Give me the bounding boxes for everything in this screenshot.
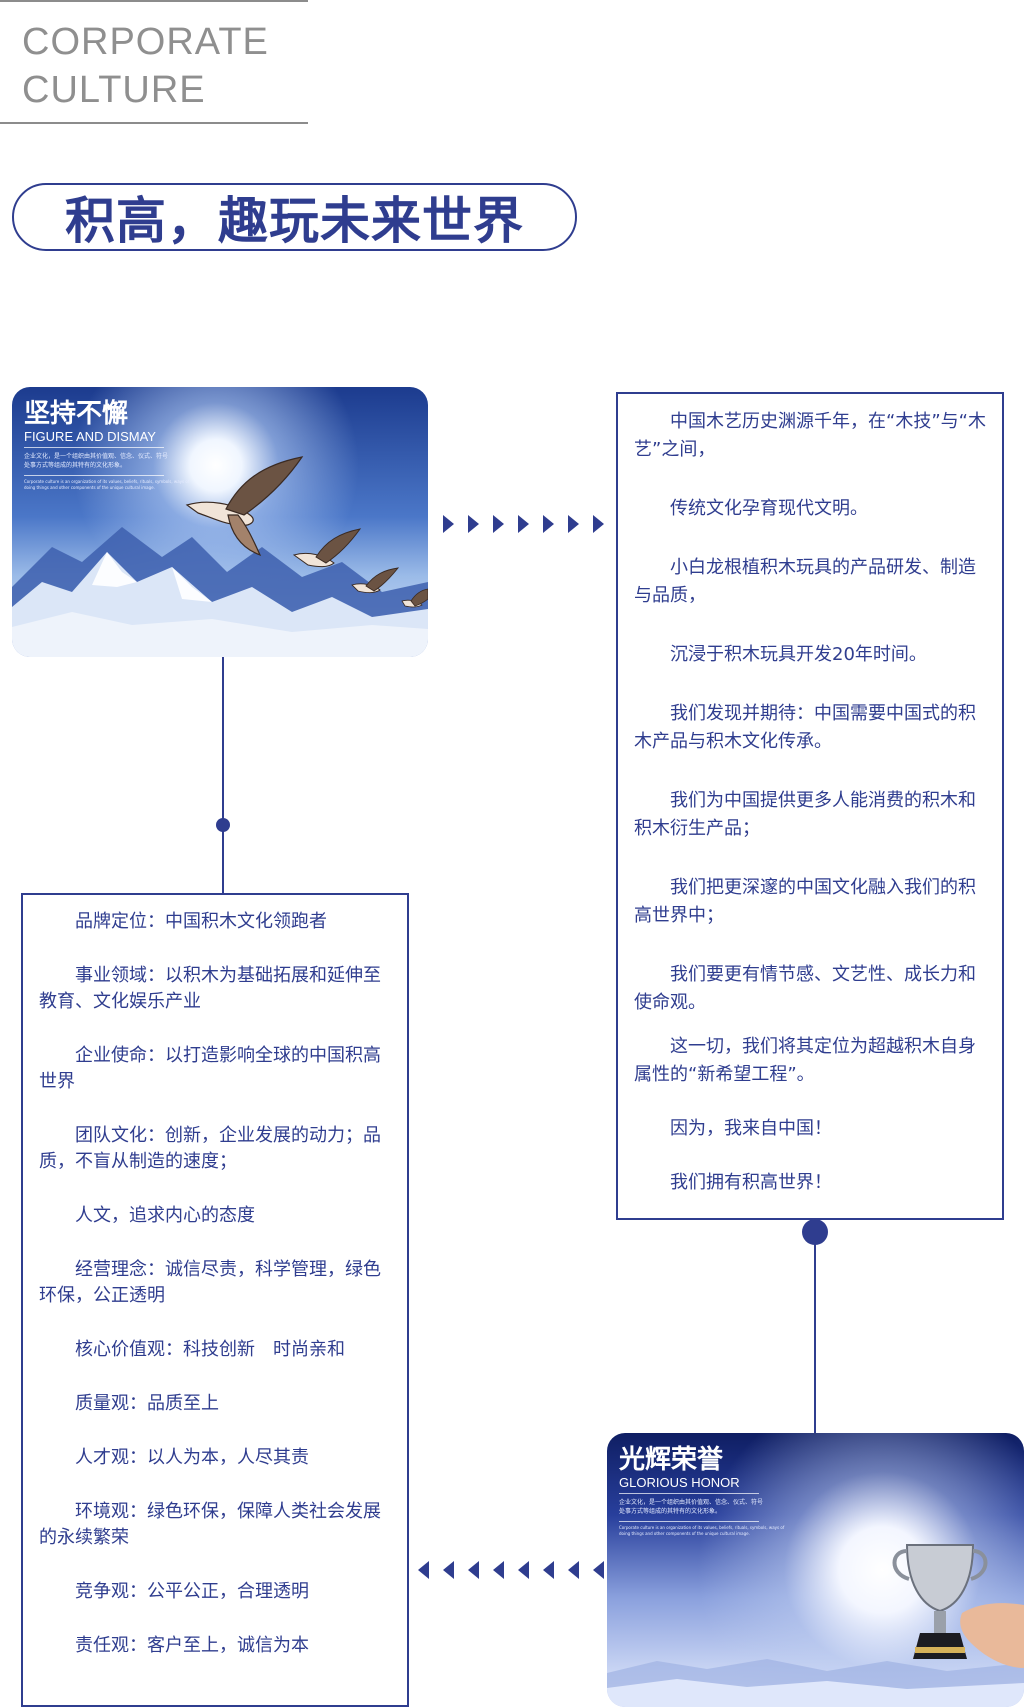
values-paragraph: 竞争观：公平公正，合理透明 xyxy=(75,1581,309,1602)
connector-line-left xyxy=(222,657,224,893)
perseverance-divider-2 xyxy=(24,475,164,476)
goose-tiny xyxy=(401,588,428,608)
perseverance-title-en: FIGURE AND DISMAY xyxy=(24,429,156,444)
values-paragraph: 环境观：绿色环保，保障人类社会发展的永续繁荣 xyxy=(39,1501,381,1548)
slogan-banner: 积高，趣玩未来世界 xyxy=(12,183,577,251)
values-paragraph: 人才观：以人为本，人尽其责 xyxy=(75,1447,309,1468)
honor-fine-cn-2: 处事方式等组成的其特有的文化形象。 xyxy=(619,1508,722,1515)
bottom-rule xyxy=(0,122,308,124)
history-paragraph: 我们发现并期待：中国需要中国式的积木产品与积木文化传承。 xyxy=(634,703,976,752)
connector-dot-left xyxy=(216,818,230,832)
trophy-illustration xyxy=(607,1544,1024,1707)
values-paragraph: 经营理念：诚信尽责，科学管理，绿色环保，公正透明 xyxy=(39,1259,381,1306)
history-paragraph: 我们为中国提供更多人能消费的积木和积木衍生产品； xyxy=(634,790,976,839)
values-paragraph: 品牌定位：中国积木文化领跑者 xyxy=(75,911,327,932)
arrow-right-icon xyxy=(443,515,454,533)
slogan-text: 积高，趣玩未来世界 xyxy=(65,192,524,250)
arrow-right-icon xyxy=(593,515,604,533)
honor-heading: 光辉荣誉 GLORIOUS HONOR xyxy=(619,1445,740,1491)
arrows-right xyxy=(443,515,604,533)
arrows-left xyxy=(418,1561,604,1579)
arrow-left-icon xyxy=(543,1561,554,1579)
perseverance-fine-cn-1: 企业文化，是一个组织由其价值观、信念、仪式、符号 xyxy=(24,453,169,460)
values-paragraph: 人文，追求内心的态度 xyxy=(75,1205,255,1226)
honor-title-cn: 光辉荣誉 xyxy=(619,1445,724,1475)
history-paragraph: 这一切，我们将其定位为超越积木自身属性的“新希望工程”。 xyxy=(634,1036,976,1085)
perseverance-heading: 坚持不懈 FIGURE AND DISMAY xyxy=(24,399,156,445)
honor-fine-en-2: doing things and other components of the… xyxy=(619,1531,750,1536)
arrow-right-icon xyxy=(493,515,504,533)
history-paragraph: 我们把更深邃的中国文化融入我们的积高世界中； xyxy=(634,877,976,926)
history-paragraph: 小白龙根植积木玩具的产品研发、制造与品质， xyxy=(634,557,976,606)
history-paragraph: 中国木艺历史渊源千年，在“木技”与“木艺”之间， xyxy=(634,411,986,460)
section-title-line1: CORPORATE xyxy=(22,21,269,63)
connector-line-right xyxy=(814,1240,816,1433)
hand-icon xyxy=(960,1603,1024,1668)
arrow-right-icon xyxy=(568,515,579,533)
values-paragraph: 事业领域：以积木为基础拓展和延伸至教育、文化娱乐产业 xyxy=(39,965,381,1012)
section-title: CORPORATE CULTURE xyxy=(22,18,269,114)
honor-fine-en-1: Corporate culture is an organization of … xyxy=(619,1525,785,1530)
mountain-geese-illustration xyxy=(12,456,428,657)
arrow-left-icon xyxy=(518,1561,529,1579)
perseverance-title-cn: 坚持不懈 xyxy=(24,399,129,429)
history-paragraph: 传统文化孕育现代文明。 xyxy=(670,498,868,519)
arrow-left-icon xyxy=(568,1561,579,1579)
top-rule xyxy=(0,0,308,2)
arrow-left-icon xyxy=(443,1561,454,1579)
history-paragraph: 因为，我来自中国！ xyxy=(670,1118,832,1139)
history-paragraph: 我们要更有情节感、文艺性、成长力和使命观。 xyxy=(634,964,976,1013)
perseverance-divider xyxy=(24,447,164,448)
goose-large xyxy=(185,456,304,557)
arrow-right-icon xyxy=(518,515,529,533)
goose-small xyxy=(351,567,400,594)
section-title-line2: CULTURE xyxy=(22,69,206,111)
values-paragraph: 团队文化：创新，企业发展的动力；品质，不盲从制造的速度； xyxy=(39,1125,381,1172)
trophy-icon xyxy=(892,1544,988,1659)
arrow-left-icon xyxy=(418,1561,429,1579)
values-paragraph: 核心价值观：科技创新 时尚亲和 xyxy=(75,1339,345,1360)
goose-medium xyxy=(292,528,362,568)
history-paragraph: 我们拥有积高世界！ xyxy=(670,1172,832,1193)
arrow-right-icon xyxy=(543,515,554,533)
honor-divider xyxy=(619,1493,759,1494)
arrow-right-icon xyxy=(468,515,479,533)
arrow-left-icon xyxy=(468,1561,479,1579)
honor-title-en: GLORIOUS HONOR xyxy=(619,1475,740,1490)
perseverance-fine-cn-2: 处事方式等组成的其特有的文化形象。 xyxy=(24,462,127,469)
perseverance-fine-en-1: Corporate culture is an organization of … xyxy=(24,479,190,484)
values-text-box: 品牌定位：中国积木文化领跑者 事业领域：以积木为基础拓展和延伸至教育、文化娱乐产… xyxy=(21,893,409,1707)
values-paragraph: 责任观：客户至上，诚信为本 xyxy=(75,1635,309,1656)
honor-fine-cn-1: 企业文化，是一个组织由其价值观、信念、仪式、符号 xyxy=(619,1499,764,1506)
perseverance-fine-en-2: doing things and other components of the… xyxy=(24,485,155,490)
honor-card: 光辉荣誉 GLORIOUS HONOR 企业文化，是一个组织由其价值观、信念、仪… xyxy=(607,1433,1024,1707)
values-paragraph: 企业使命：以打造影响全球的中国积高世界 xyxy=(39,1045,381,1092)
arrow-left-icon xyxy=(593,1561,604,1579)
perseverance-card: 坚持不懈 FIGURE AND DISMAY 企业文化，是一个组织由其价值观、信… xyxy=(12,387,428,657)
history-text-box: 中国木艺历史渊源千年，在“木技”与“木艺”之间， 传统文化孕育现代文明。 小白龙… xyxy=(616,392,1004,1220)
values-paragraph: 质量观：品质至上 xyxy=(75,1393,219,1414)
honor-divider-2 xyxy=(619,1521,759,1522)
arrow-left-icon xyxy=(493,1561,504,1579)
history-paragraph: 沉浸于积木玩具开发20年时间。 xyxy=(670,644,927,665)
